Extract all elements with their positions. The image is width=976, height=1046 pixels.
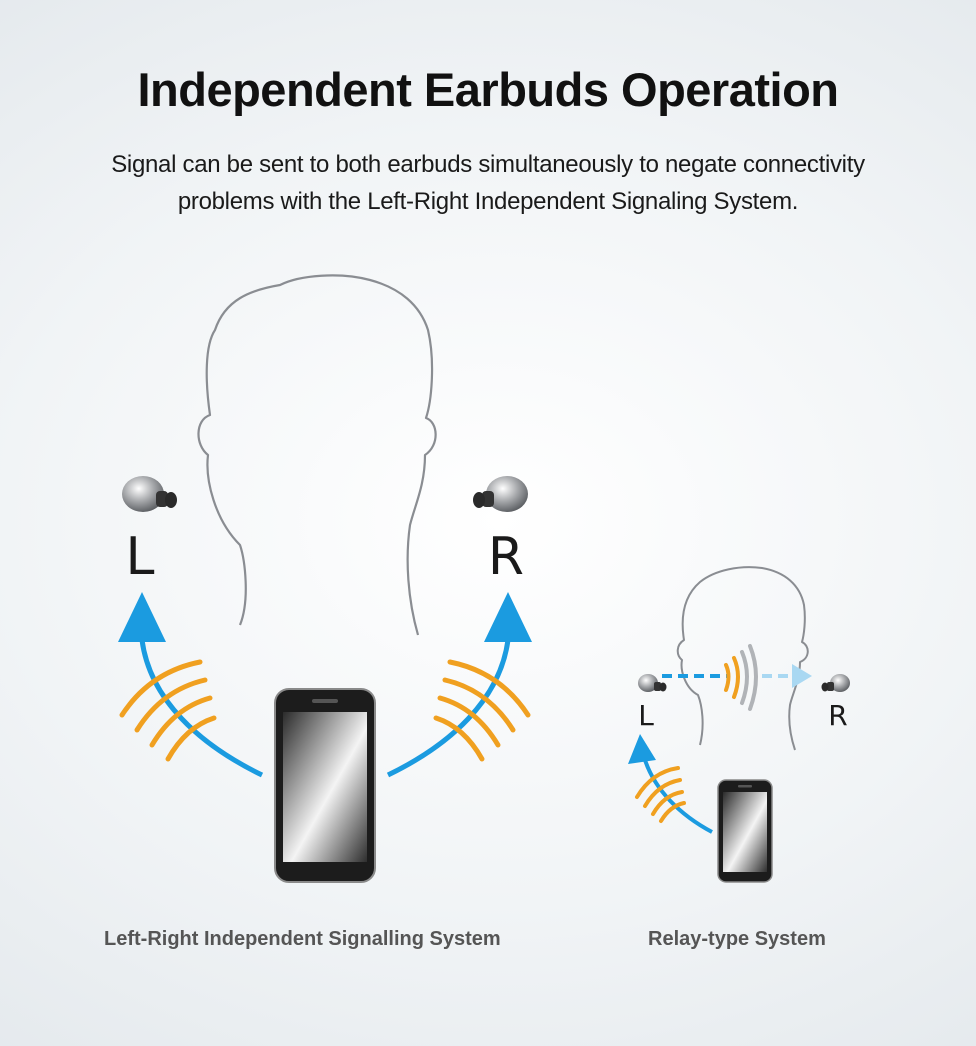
smartphone-icon <box>274 688 376 883</box>
small-right-ear-label: R <box>828 699 847 732</box>
small-smartphone-icon <box>717 779 773 883</box>
earbud-right-icon <box>473 476 528 512</box>
small-arrow-to-left-icon <box>628 734 713 834</box>
arrow-to-left-icon <box>118 592 264 778</box>
head-outline-large <box>197 274 437 636</box>
signal-waves-right-icon <box>433 659 531 762</box>
relay-arrow-icon <box>662 664 812 688</box>
earbud-left-icon <box>122 476 177 512</box>
left-ear-label: L <box>126 527 155 587</box>
right-ear-label: R <box>488 527 524 587</box>
arrow-to-right-icon <box>386 592 532 778</box>
small-signal-waves-icon <box>635 766 686 823</box>
signal-waves-left-icon <box>119 659 217 762</box>
page-subtitle: Signal can be sent to both earbuds simul… <box>111 151 865 215</box>
caption-relay-system: Relay-type System <box>648 928 826 950</box>
small-earbud-left-icon <box>638 674 667 692</box>
caption-independent-system: Left-Right Independent Signalling System <box>104 928 501 950</box>
relay-signal-waves-icon <box>724 644 758 711</box>
small-earbud-right-icon <box>821 674 850 692</box>
page-title: Independent Earbuds Operation <box>137 63 839 116</box>
small-left-ear-label: L <box>638 699 654 732</box>
